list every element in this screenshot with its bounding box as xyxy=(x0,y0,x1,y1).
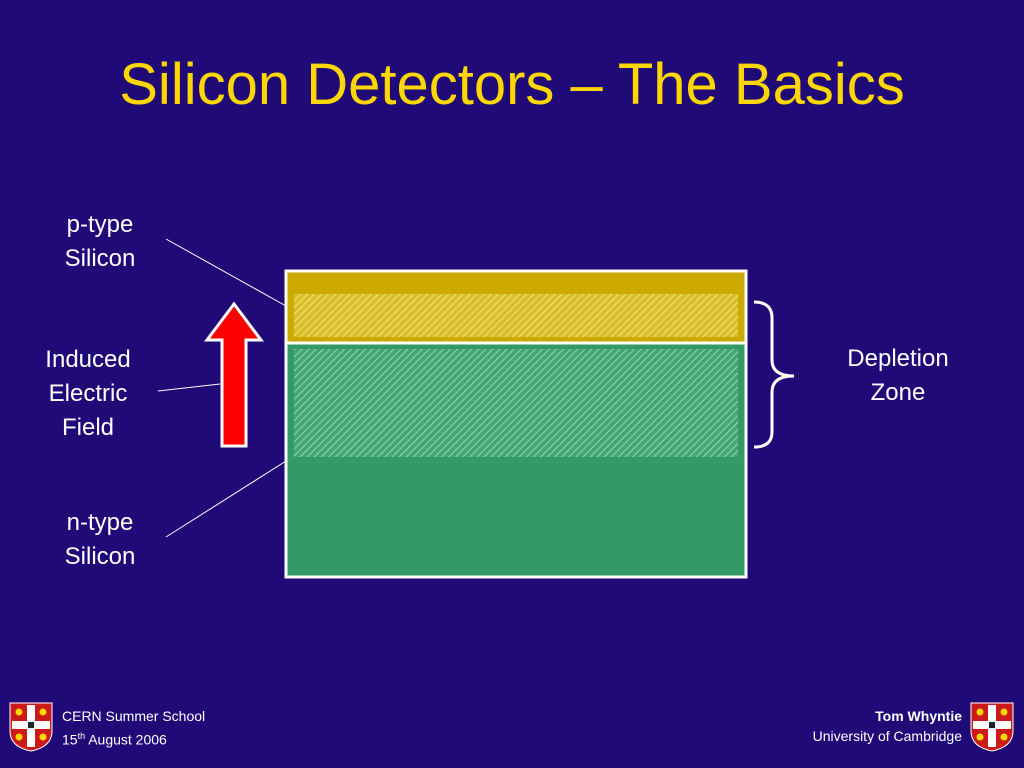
depletion-zone-label-line1: Depletion xyxy=(847,345,949,372)
p-depletion-region xyxy=(294,294,738,337)
electric-field-arrow xyxy=(204,301,264,448)
p-type-label-line1: p-type xyxy=(66,211,134,238)
footer-event: CERN Summer School xyxy=(62,708,206,724)
n-type-label-line1: n-type xyxy=(66,509,134,536)
p-type-label: p-type Silicon xyxy=(40,208,160,276)
footer-date: 15th August 2006 xyxy=(62,726,205,750)
footer-date-day: 15 xyxy=(62,731,78,748)
induced-field-label-line3: Field xyxy=(61,414,115,441)
slide-title: Silicon Detectors – The Basics xyxy=(119,52,905,117)
footer-left: CERN Summer School 15th August 2006 xyxy=(62,706,205,750)
n-type-label: n-type Silicon xyxy=(40,506,160,574)
n-type-leader xyxy=(165,460,287,538)
cambridge-crest-icon xyxy=(970,702,1014,752)
cambridge-crest-icon xyxy=(9,702,53,752)
footer-right: Tom Whyntie University of Cambridge xyxy=(813,706,962,746)
induced-field-label-line2: Electric xyxy=(48,380,128,407)
footer-author: Tom Whyntie xyxy=(875,708,962,724)
depletion-brace xyxy=(753,300,795,449)
p-type-label-line2: Silicon xyxy=(64,245,136,272)
n-type-label-line2: Silicon xyxy=(64,543,136,570)
induced-field-label: Induced Electric Field xyxy=(28,343,148,445)
p-type-leader xyxy=(165,238,287,307)
footer-institution: University of Cambridge xyxy=(812,728,962,744)
depletion-zone-label: Depletion Zone xyxy=(828,342,968,410)
n-depletion-region xyxy=(294,349,738,457)
field-leader xyxy=(157,383,221,392)
depletion-zone-label-line2: Zone xyxy=(870,379,926,406)
detector-outline xyxy=(284,269,748,579)
footer-date-rest: August 2006 xyxy=(85,731,167,748)
induced-field-label-line1: Induced xyxy=(45,346,131,373)
footer-date-suffix: th xyxy=(77,731,86,741)
